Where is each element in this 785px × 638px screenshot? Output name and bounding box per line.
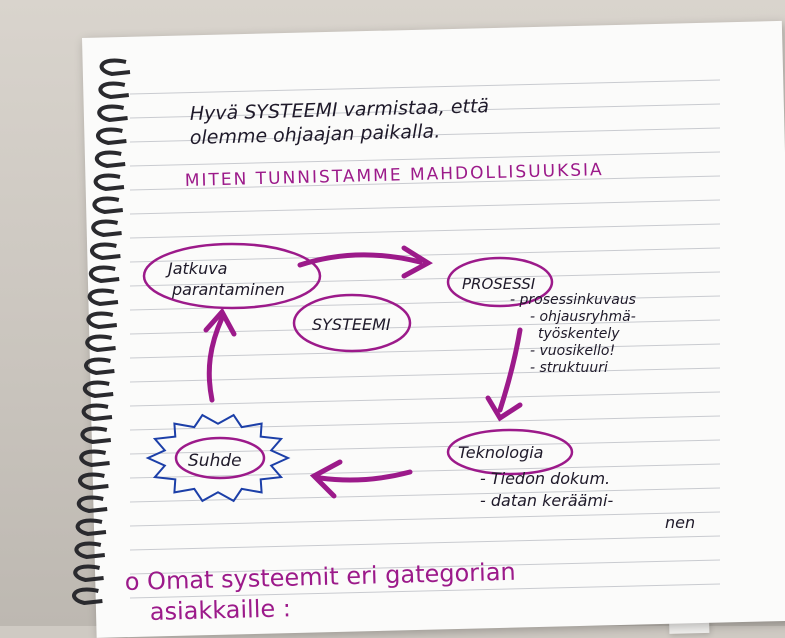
arrow-top (297, 252, 423, 268)
ruled-line (129, 271, 721, 287)
arrow-left (206, 315, 225, 403)
footer-line-2: asiakkaille : (149, 594, 291, 626)
ruled-line (129, 223, 721, 239)
heading-miten: MITEN TUNNISTAMME MAHDOLLISUUKSIA (185, 160, 604, 191)
spiral-ring (73, 564, 104, 583)
suhde-ellipse (174, 436, 266, 480)
spiral-ring (90, 242, 121, 261)
teknologia-item: nen (665, 513, 695, 532)
spiral-ring (76, 495, 108, 514)
spiral-ring (98, 81, 130, 100)
teknologia-ellipse (446, 428, 574, 476)
ruled-line (129, 343, 721, 359)
spiral-ring (84, 357, 115, 376)
prosessi-item: työskentely (538, 326, 620, 342)
prosessi-label: PROSESSI (462, 275, 536, 293)
ruled-line (129, 79, 721, 95)
teknologia-item: - Tiedon dokum. (480, 469, 610, 488)
arrow-bottom (317, 469, 413, 483)
ruled-line (129, 487, 721, 503)
suhde-label: Suhde (188, 451, 242, 471)
prosessi-ellipse (446, 256, 554, 308)
ruled-line (129, 127, 721, 143)
ruled-line (129, 247, 721, 263)
prosessi-item: - vuosikello! (530, 343, 615, 359)
jatkuva-label: Jatkuva (165, 259, 227, 278)
spiral-ring (80, 426, 112, 445)
ruled-lines (129, 79, 721, 599)
spiral-ring (87, 288, 119, 307)
teknologia-label: Teknologia (458, 443, 543, 462)
spiral-ring (88, 265, 120, 284)
arrow-left-head (203, 307, 237, 337)
spiral-ring (86, 311, 118, 330)
spiral-ring (72, 587, 103, 606)
spiral-ring (81, 403, 113, 422)
systeemi-label: SYSTEEMI (312, 315, 391, 334)
ruled-line (129, 415, 721, 431)
ruled-line (129, 319, 721, 335)
ruled-line (129, 535, 721, 551)
prosessi-item: - struktuuri (530, 360, 608, 376)
teknologia-item: - datan keräämi- (480, 491, 613, 510)
note-line-1: Hyvä SYSTEEMI varmistaa, että (190, 95, 490, 125)
prosessi-item: - prosessinkuvaus (510, 292, 636, 308)
spiral-ring (97, 104, 128, 123)
suhde-starburst (145, 413, 291, 503)
spiral-ring (75, 518, 107, 537)
spiral-ring (78, 472, 109, 491)
teknologia-list: - Tiedon dokum. - datan keräämi-nen (480, 469, 695, 532)
ruled-line (129, 559, 721, 575)
ruled-line (129, 391, 721, 407)
prosessi-item: - ohjausryhmä- (530, 309, 636, 325)
jatkuva-ellipse (142, 242, 322, 310)
spiral-ring (99, 58, 131, 77)
spiral-ring (94, 150, 126, 169)
arrow-right-head (485, 395, 523, 422)
arrow-right (497, 327, 523, 413)
ruled-line (129, 463, 721, 479)
ruled-line (129, 199, 721, 215)
ruled-line (129, 175, 721, 191)
ruled-line (129, 103, 721, 119)
ruled-line (129, 439, 721, 455)
arrow-bottom-head (309, 459, 343, 499)
spiral-ring (79, 449, 110, 468)
spiral-ring (74, 541, 106, 560)
spiral-ring (82, 380, 114, 399)
note-line-2: olemme ohjaajan paikalla. (190, 120, 441, 149)
arrow-top-head (401, 245, 433, 279)
prosessi-list: - prosessinkuvaus- ohjausryhmä-työskente… (510, 292, 636, 376)
spiral-ring (92, 196, 124, 215)
spiral-ring (93, 173, 125, 192)
spiral-ring (91, 219, 122, 238)
ruled-line (129, 367, 721, 383)
cycle-arrows (203, 245, 523, 499)
ruled-line (129, 583, 721, 599)
ruled-line (129, 151, 721, 167)
spiral-ring (96, 127, 127, 146)
parantaminen-label: parantaminen (171, 280, 285, 299)
ruled-line (129, 511, 721, 527)
spiral-binding (72, 58, 131, 606)
spiral-ring (85, 334, 116, 353)
systeemi-ellipse (292, 293, 412, 353)
